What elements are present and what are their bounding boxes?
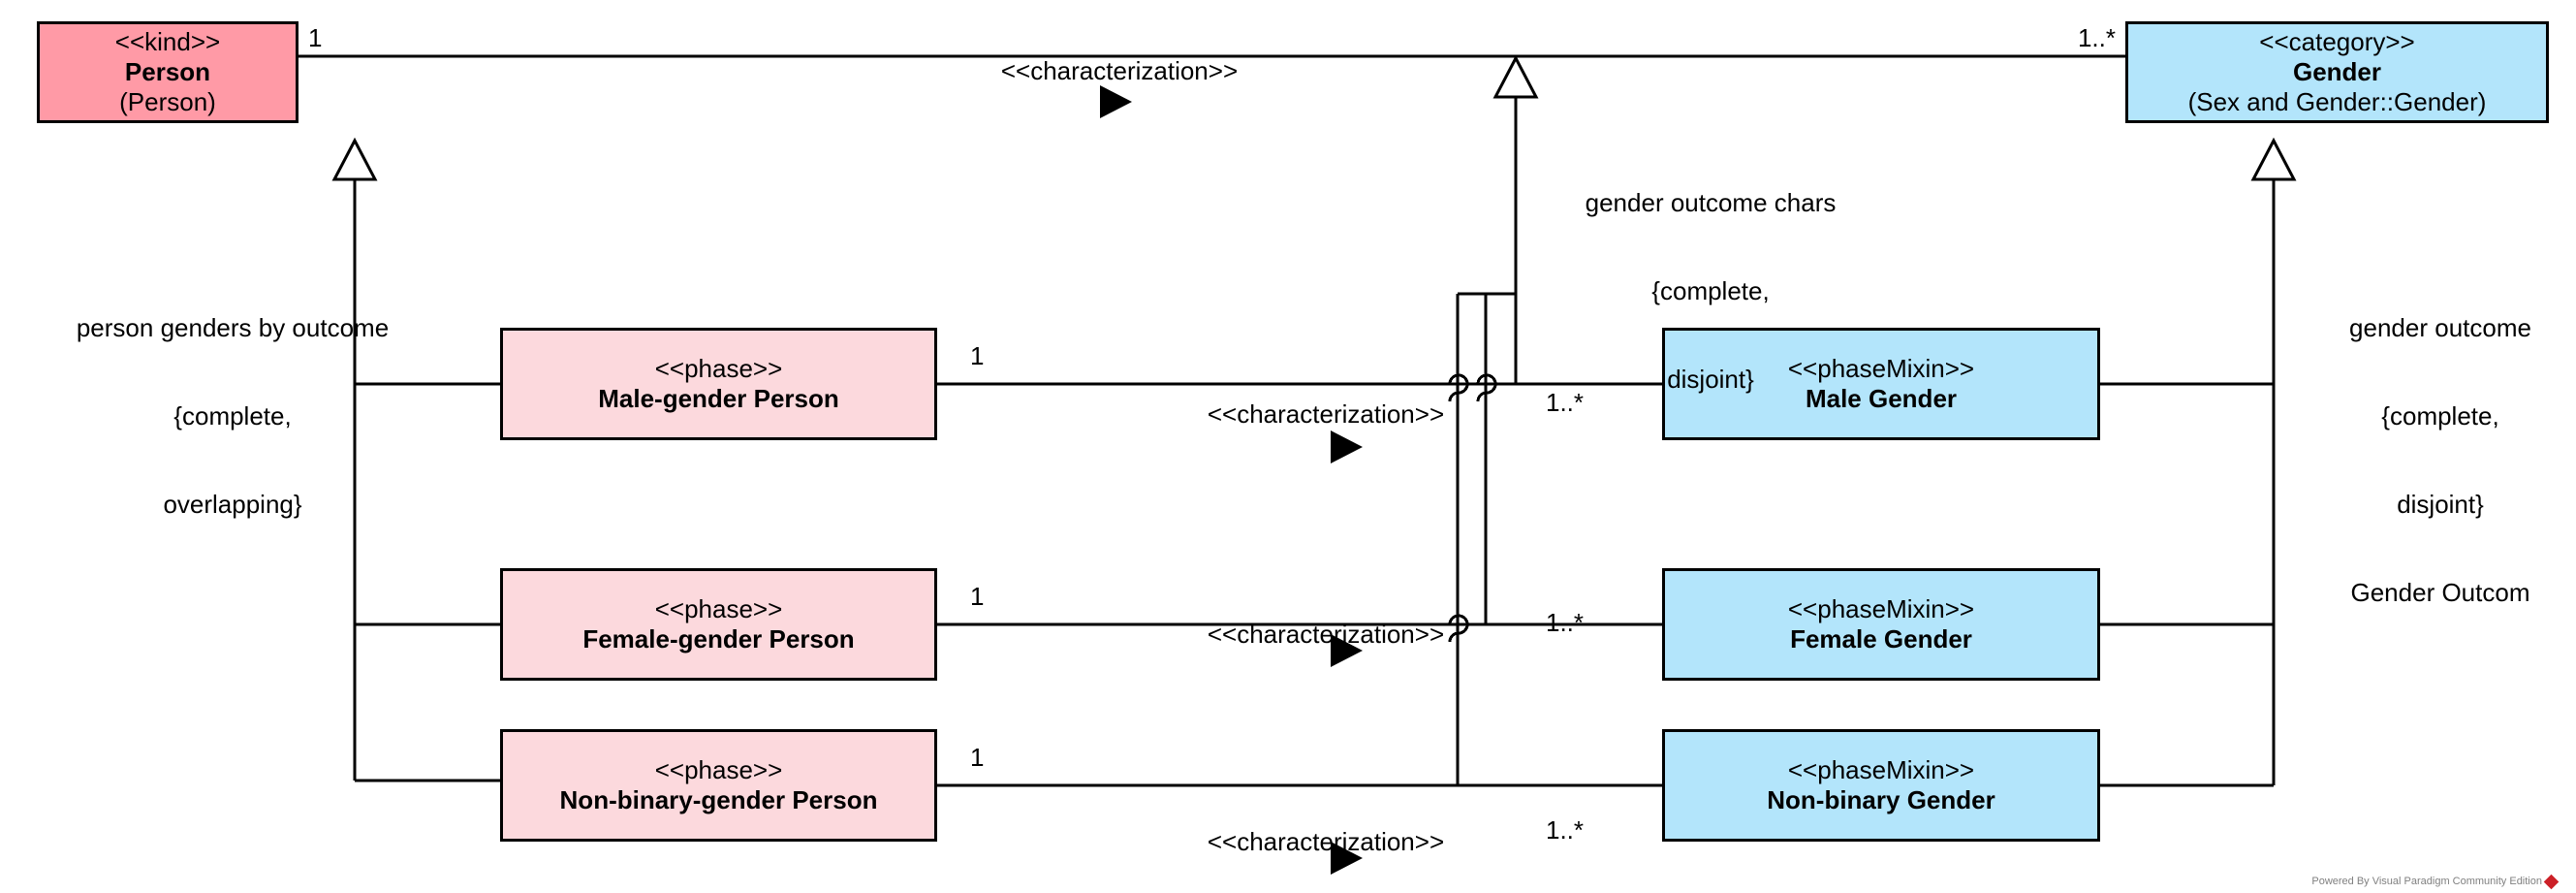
genset-line-3: disjoint} — [2397, 490, 2484, 520]
genset-label-gender-outcome: gender outcome {complete, disjoint} Gend… — [2305, 254, 2576, 667]
assoc-stereotype-person-gender: <<characterization>> — [1000, 56, 1239, 85]
characterization-direction-arrows — [1100, 85, 1363, 875]
assoc-stereotype-female: <<characterization>> — [1207, 620, 1445, 649]
class-box-female-gender[interactable]: <<phaseMixin>> Female Gender — [1662, 568, 2100, 681]
line-hop-male-1 — [1448, 373, 1469, 402]
class-stereotype: <<phaseMixin>> — [1787, 354, 1975, 384]
generalization-arrowheads — [331, 54, 2297, 181]
class-stereotype: <<phase>> — [654, 594, 783, 624]
multiplicity-person-source: 1 — [308, 23, 323, 52]
class-stereotype: <<phaseMixin>> — [1787, 594, 1975, 624]
class-box-male-gender[interactable]: <<phaseMixin>> Male Gender — [1662, 328, 2100, 440]
assoc-stereotype-nonbinary: <<characterization>> — [1207, 827, 1445, 856]
genset-line-1: person genders by outcome — [76, 312, 390, 342]
genset-line-1: gender outcome chars — [1585, 187, 1837, 217]
class-stereotype: <<phase>> — [654, 354, 783, 384]
class-name: Person — [124, 57, 211, 87]
class-stereotype: <<kind>> — [114, 27, 221, 57]
class-box-male-gender-person[interactable]: <<phase>> Male-gender Person — [500, 328, 937, 440]
genset-line-3: overlapping} — [163, 490, 302, 520]
direction-arrow-male — [1331, 431, 1363, 463]
multiplicity-female-person-source: 1 — [970, 582, 985, 611]
genset-line-2: {complete, — [2381, 401, 2499, 431]
genset-line-2: {complete, — [173, 401, 292, 431]
class-qualified-name: (Person) — [119, 86, 216, 116]
line-hop-male-2 — [1476, 373, 1497, 402]
gen-triangle-gender — [2250, 137, 2297, 181]
multiplicity-male-person-source: 1 — [970, 341, 985, 370]
class-box-female-gender-person[interactable]: <<phase>> Female-gender Person — [500, 568, 937, 681]
genset-line-1: gender outcome — [2349, 312, 2531, 342]
class-name: Male Gender — [1805, 384, 1958, 413]
multiplicity-nonbinary-person-source: 1 — [970, 743, 985, 772]
class-stereotype: <<category>> — [2259, 27, 2415, 57]
class-qualified-name: (Sex and Gender::Gender) — [2187, 86, 2487, 116]
class-name: Female Gender — [1790, 624, 1972, 654]
class-box-nonbinary-gender[interactable]: <<phaseMixin>> Non-binary Gender — [1662, 729, 2100, 842]
genset-label-person-genders: person genders by outcome {complete, ove… — [0, 254, 465, 578]
direction-arrow-female — [1331, 634, 1363, 667]
class-stereotype: <<phaseMixin>> — [1787, 755, 1975, 785]
class-name: Non-binary-gender Person — [559, 785, 878, 814]
multiplicity-nonbinary-gender-target: 1..* — [1546, 815, 1585, 845]
class-stereotype: <<phase>> — [654, 755, 783, 785]
multiplicity-gender-target: 1..* — [2077, 23, 2116, 52]
assoc-stereotype-male: <<characterization>> — [1207, 399, 1445, 429]
class-name: Male-gender Person — [598, 384, 839, 413]
gen-triangle-person — [331, 137, 378, 181]
genset-label-gender-outcome-chars: gender outcome chars {complete, disjoint… — [1546, 129, 1875, 453]
multiplicity-male-gender-target: 1..* — [1546, 388, 1585, 417]
genset-line-4: Gender Outcom — [2350, 578, 2530, 608]
gen-triangle-chars — [1492, 54, 1539, 99]
direction-arrow-nonbinary — [1331, 842, 1363, 875]
visual-paradigm-diamond-icon — [2543, 874, 2560, 889]
class-name: Female-gender Person — [582, 624, 855, 654]
class-box-nonbinary-gender-person[interactable]: <<phase>> Non-binary-gender Person — [500, 729, 937, 842]
watermark: Powered By Visual Paradigm Community Edi… — [2311, 874, 2560, 889]
genset-line-3: disjoint} — [1667, 365, 1754, 395]
class-name: Gender — [2292, 57, 2382, 87]
line-hop-female-1 — [1448, 614, 1469, 643]
watermark-text: Powered By Visual Paradigm Community Edi… — [2311, 876, 2542, 887]
class-box-person[interactable]: <<kind>> Person (Person) — [37, 21, 298, 123]
class-box-gender[interactable]: <<category>> Gender (Sex and Gender::Gen… — [2125, 21, 2549, 123]
multiplicity-female-gender-target: 1..* — [1546, 608, 1585, 637]
class-name: Non-binary Gender — [1767, 785, 1995, 814]
genset-line-2: {complete, — [1651, 276, 1770, 306]
direction-arrow-person-gender — [1100, 85, 1132, 118]
